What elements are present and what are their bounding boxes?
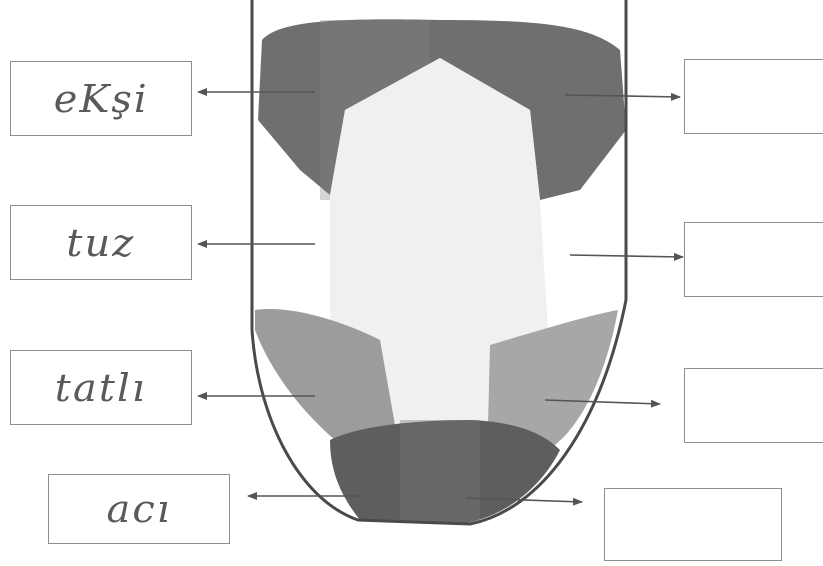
- left-label-2: tuz: [66, 224, 135, 262]
- left-label-4: acı: [106, 490, 171, 528]
- right-label-box-1[interactable]: [684, 59, 823, 134]
- right-label-box-2[interactable]: [684, 222, 823, 297]
- left-label-box-2[interactable]: tuz: [10, 205, 192, 280]
- left-label-box-3[interactable]: tatlı: [10, 350, 192, 425]
- tongue-body: [240, 0, 640, 540]
- left-label-3: tatlı: [55, 369, 147, 407]
- right-label-box-3[interactable]: [684, 368, 823, 443]
- left-label-1: eKşi: [53, 80, 148, 118]
- right-label-box-4[interactable]: [604, 488, 782, 561]
- left-label-box-1[interactable]: eKşi: [10, 61, 192, 136]
- tip-streak: [400, 420, 480, 525]
- left-label-box-4[interactable]: acı: [48, 474, 230, 544]
